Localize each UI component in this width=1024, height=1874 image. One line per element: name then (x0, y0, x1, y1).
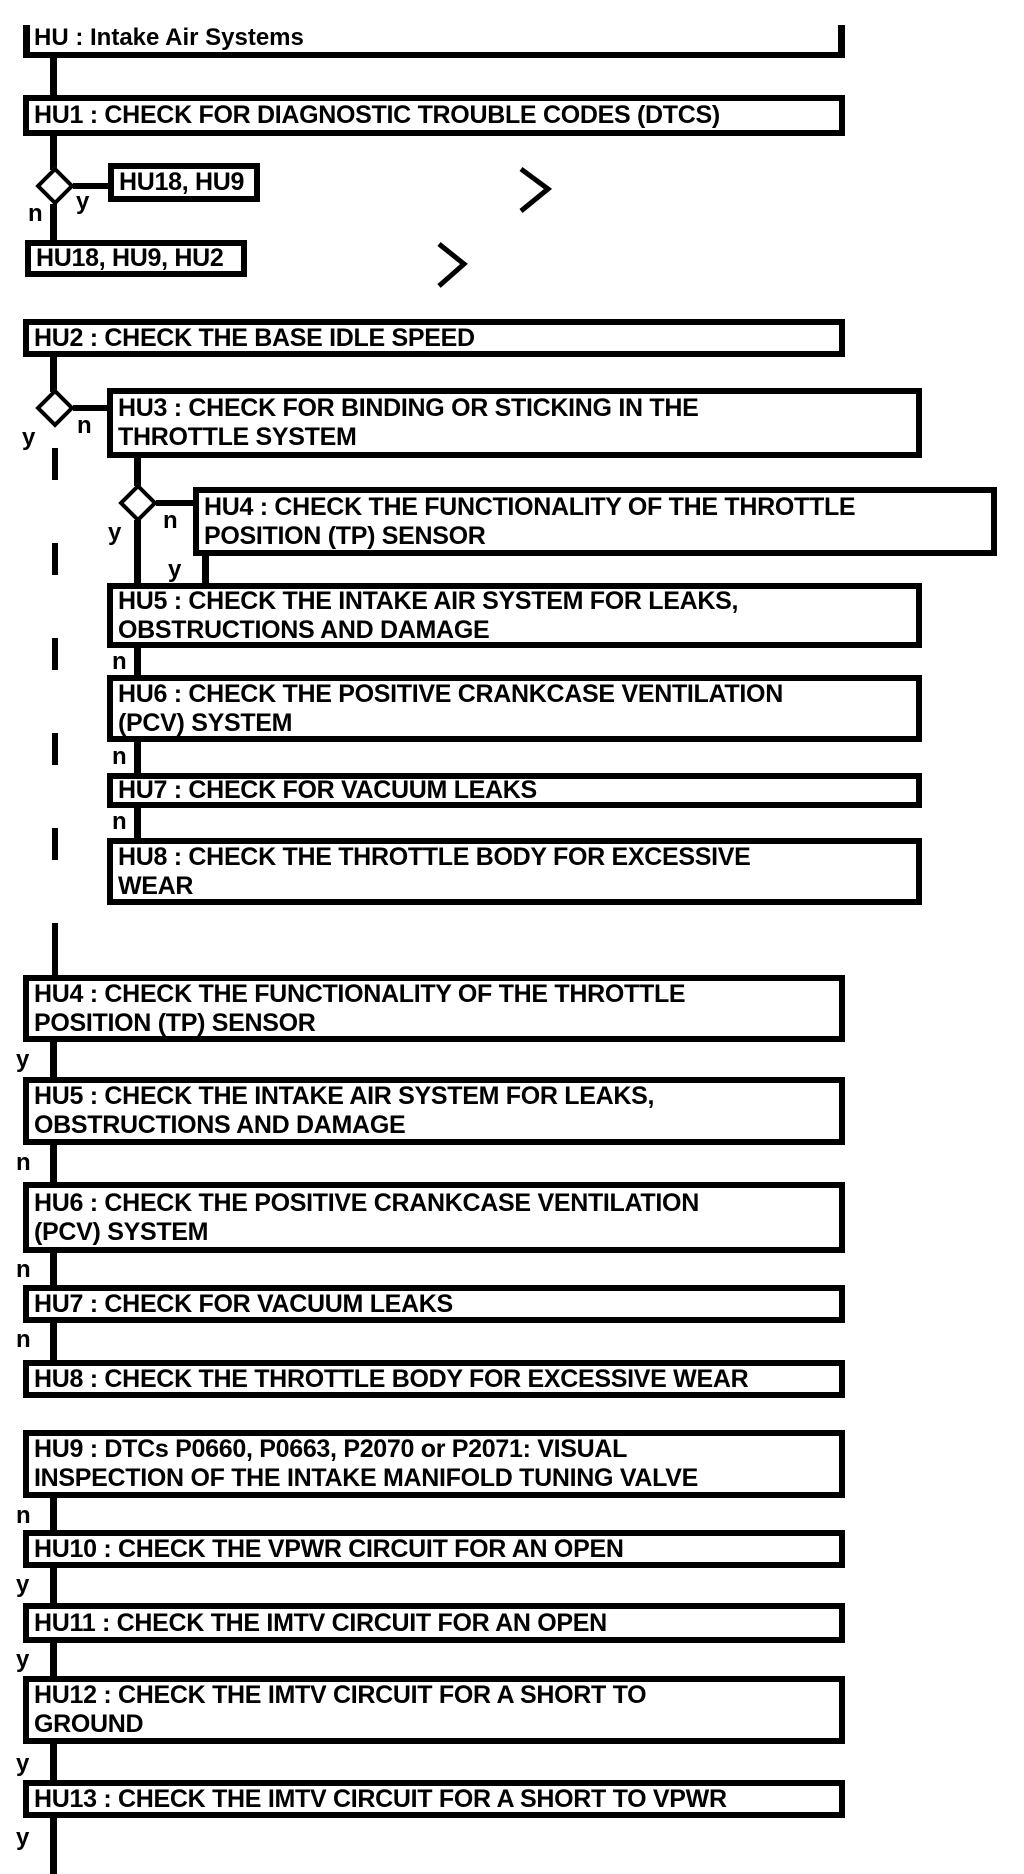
connector-hu12-hu13 (50, 1744, 57, 1780)
branch-label-no: n (112, 743, 127, 770)
connector-title-hu1 (50, 58, 57, 95)
branch-label-no: n (16, 1256, 31, 1283)
node-hu2-text: HU2 : CHECK THE BASE IDLE SPEED (34, 323, 475, 352)
node-hu11: HU11 : CHECK THE IMTV CIRCUIT FOR AN OPE… (23, 1603, 845, 1643)
branch-label-yes: y (76, 188, 90, 215)
decision-diamond-2 (35, 388, 75, 428)
connector-hu6-hu7 (50, 1253, 57, 1285)
node-hu6-branch-text-line2: (PCV) SYSTEM (118, 708, 293, 737)
node-hu10: HU10 : CHECK THE VPWR CIRCUIT FOR AN OPE… (23, 1530, 845, 1568)
branch-label-no: n (16, 1149, 31, 1176)
node-hu6: HU6 : CHECK THE POSITIVE CRANKCASE VENTI… (23, 1182, 845, 1253)
node-hu5-text-line2: OBSTRUCTIONS AND DAMAGE (34, 1111, 406, 1139)
node-hu8: HU8 : CHECK THE THROTTLE BODY FOR EXCESS… (23, 1360, 845, 1398)
node-hu5-branch: HU5 : CHECK THE INTAKE AIR SYSTEM FOR LE… (107, 583, 922, 648)
node-hu4-branch: HU4 : CHECK THE FUNCTIONALITY OF THE THR… (193, 487, 997, 556)
node-hu3-text-line1: HU3 : CHECK FOR BINDING OR STICKING IN T… (118, 394, 699, 422)
decision-diamond-3 (118, 483, 158, 523)
node-hu8-branch: HU8 : CHECK THE THROTTLE BODY FOR EXCESS… (107, 838, 922, 905)
connector-hu4-hu5 (50, 1042, 57, 1077)
node-hu4-text-line1: HU4 : CHECK THE FUNCTIONALITY OF THE THR… (34, 979, 686, 1008)
node-hu3-text-line2: THROTTLE SYSTEM (118, 423, 357, 451)
node-hu13: HU13 : CHECK THE IMTV CIRCUIT FOR A SHOR… (23, 1780, 845, 1818)
branch-label-yes: y (168, 556, 182, 583)
branch-label-yes: y (16, 1824, 30, 1851)
node-hu2: HU2 : CHECK THE BASE IDLE SPEED (23, 319, 845, 357)
connector-hu9-hu10 (50, 1498, 57, 1530)
branch-label-no: n (77, 412, 92, 439)
branch-label-yes: y (16, 1571, 30, 1598)
continuation-chevron-icon-2 (437, 242, 468, 288)
node-hu7-text: HU7 : CHECK FOR VACUUM LEAKS (34, 1289, 453, 1318)
connector-hu6branch-hu7branch (134, 742, 141, 773)
node-hu6-branch: HU6 : CHECK THE POSITIVE CRANKCASE VENTI… (107, 675, 922, 742)
continuation-chevron-icon-1 (519, 166, 553, 213)
node-hu6-text-line1: HU6 : CHECK THE POSITIVE CRANKCASE VENTI… (34, 1188, 699, 1217)
branch-label-yes: y (16, 1646, 30, 1673)
node-hu13-text: HU13 : CHECK THE IMTV CIRCUIT FOR A SHOR… (34, 1784, 727, 1813)
flowchart-title-bracket: HU : Intake Air Systems (23, 25, 845, 58)
node-hu4: HU4 : CHECK THE FUNCTIONALITY OF THE THR… (23, 975, 845, 1042)
node-ref-hu18-hu9-hu2-text: HU18, HU9, HU2 (36, 244, 224, 272)
connector-hu10-hu11 (50, 1568, 57, 1603)
flowchart-title: HU : Intake Air Systems (34, 24, 304, 51)
node-hu8-branch-text-line2: WEAR (118, 871, 194, 900)
connector-hu3-diamond3 (134, 458, 141, 486)
node-hu5-branch-text-line2: OBSTRUCTIONS AND DAMAGE (118, 615, 490, 644)
connector-hu4branch-hu5 (202, 556, 209, 583)
connector-hu7branch-hu8branch (134, 808, 141, 838)
node-hu6-branch-text-line1: HU6 : CHECK THE POSITIVE CRANKCASE VENTI… (118, 679, 783, 708)
connector-hu7-hu8 (50, 1323, 57, 1360)
branch-label-yes: y (22, 424, 36, 451)
connector-diamond3-hu5 (134, 520, 141, 583)
node-hu7-branch: HU7 : CHECK FOR VACUUM LEAKS (107, 773, 922, 808)
node-hu11-text: HU11 : CHECK THE IMTV CIRCUIT FOR AN OPE… (34, 1608, 607, 1637)
connector-hu2-diamond2 (50, 357, 57, 392)
node-hu5-text-line1: HU5 : CHECK THE INTAKE AIR SYSTEM FOR LE… (34, 1082, 655, 1110)
branch-label-yes: y (108, 519, 122, 546)
connector-diamond2-hu3 (73, 405, 107, 411)
node-hu4-text-line2: POSITION (TP) SENSOR (34, 1008, 316, 1037)
node-hu7-branch-text: HU7 : CHECK FOR VACUUM LEAKS (118, 776, 537, 804)
node-hu8-text: HU8 : CHECK THE THROTTLE BODY FOR EXCESS… (34, 1364, 749, 1393)
node-hu12-text-line1: HU12 : CHECK THE IMTV CIRCUIT FOR A SHOR… (34, 1681, 647, 1709)
node-hu9-text-line2: INSPECTION OF THE INTAKE MANIFOLD TUNING… (34, 1464, 698, 1492)
node-hu10-text: HU10 : CHECK THE VPWR CIRCUIT FOR AN OPE… (34, 1534, 624, 1563)
node-hu6-text-line2: (PCV) SYSTEM (34, 1217, 209, 1246)
branch-label-no: n (163, 507, 178, 534)
branch-label-no: n (112, 808, 127, 835)
branch-label-yes: y (16, 1046, 30, 1073)
connector-hu13-continue (50, 1818, 57, 1874)
node-hu4-branch-text-line2: POSITION (TP) SENSOR (204, 521, 486, 550)
node-hu9-text-line1: HU9 : DTCs P0660, P0663, P2070 or P2071:… (34, 1435, 628, 1463)
node-hu12-text-line2: GROUND (34, 1710, 144, 1738)
node-hu8-branch-text-line1: HU8 : CHECK THE THROTTLE BODY FOR EXCESS… (118, 842, 751, 871)
branch-label-no: n (16, 1502, 31, 1529)
branch-label-no: n (16, 1326, 31, 1353)
node-hu9: HU9 : DTCs P0660, P0663, P2070 or P2071:… (23, 1430, 845, 1498)
branch-label-no: n (28, 200, 43, 227)
node-hu1: HU1 : CHECK FOR DIAGNOSTIC TROUBLE CODES… (23, 95, 845, 136)
connector-diamond2-hu4-dashed (52, 448, 58, 930)
connector-hu5-hu6 (50, 1145, 57, 1182)
connector-hu11-hu12 (50, 1643, 57, 1676)
branch-label-yes: y (16, 1750, 30, 1777)
node-ref-hu18-hu9-text: HU18, HU9 (119, 168, 245, 196)
connector-hu5branch-hu6branch (134, 648, 141, 675)
node-hu5-branch-text-line1: HU5 : CHECK THE INTAKE AIR SYSTEM FOR LE… (118, 586, 739, 615)
node-hu4-branch-text-line1: HU4 : CHECK THE FUNCTIONALITY OF THE THR… (204, 492, 856, 521)
connector-diamond1-ref (73, 183, 108, 189)
node-hu12: HU12 : CHECK THE IMTV CIRCUIT FOR A SHOR… (23, 1676, 845, 1744)
node-hu5: HU5 : CHECK THE INTAKE AIR SYSTEM FOR LE… (23, 1077, 845, 1145)
connector-hu1-diamond1 (50, 136, 57, 170)
branch-label-no: n (112, 648, 127, 675)
node-hu7: HU7 : CHECK FOR VACUUM LEAKS (23, 1285, 845, 1323)
connector-diamond2-hu4-solid (52, 930, 58, 975)
connector-diamond1-ref2 (50, 204, 57, 240)
node-hu3: HU3 : CHECK FOR BINDING OR STICKING IN T… (107, 388, 922, 458)
node-ref-hu18-hu9-hu2: HU18, HU9, HU2 (25, 240, 247, 277)
node-ref-hu18-hu9: HU18, HU9 (108, 163, 260, 202)
node-hu1-text: HU1 : CHECK FOR DIAGNOSTIC TROUBLE CODES… (34, 101, 720, 129)
connector-diamond3-hu4 (156, 500, 193, 506)
